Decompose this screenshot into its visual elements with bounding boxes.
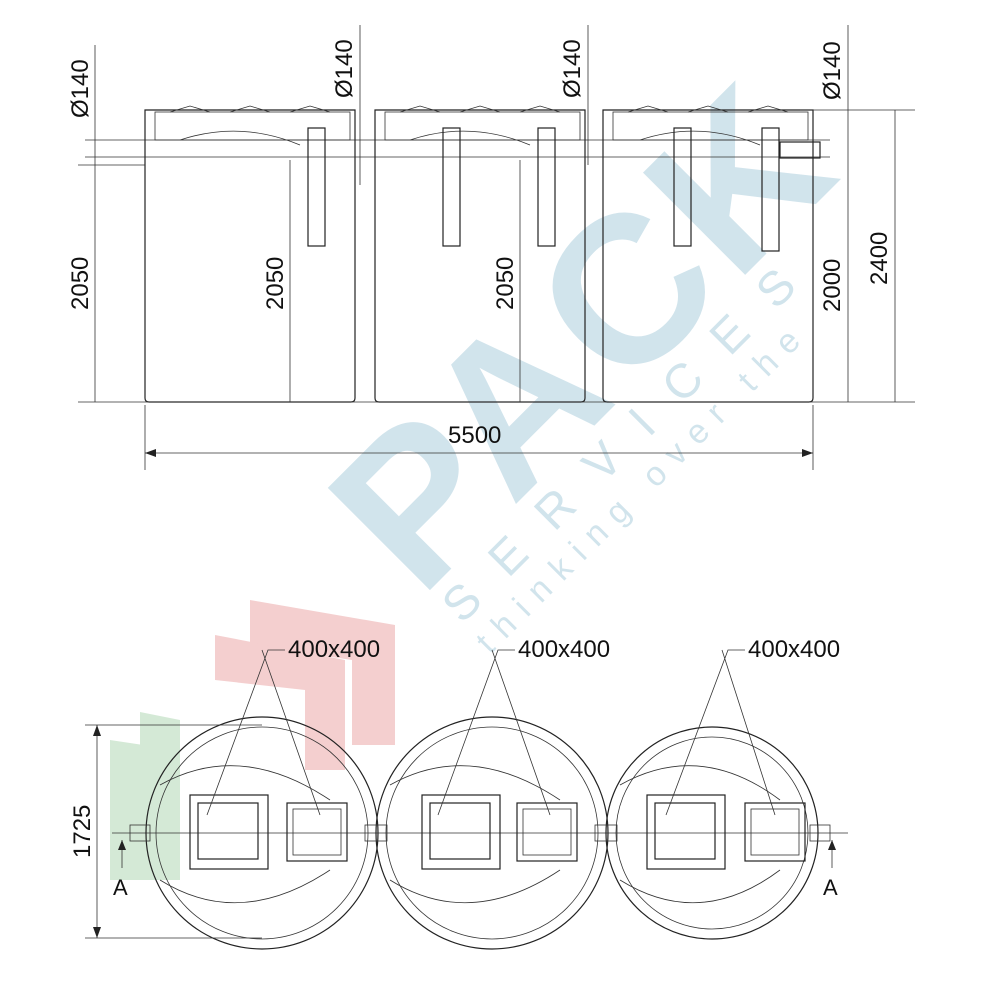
cover-label-1: 400x400: [288, 636, 380, 663]
cover-label-2: 400x400: [518, 636, 610, 663]
plan-tank-1: [145, 716, 379, 950]
overall-height-dim: 2400: [866, 232, 893, 285]
section-mark-right: A: [823, 875, 838, 900]
tank-1: [144, 105, 356, 403]
section-mark-left: A: [113, 875, 128, 900]
plan-tank-2: [375, 716, 609, 950]
plan-tank-3: [605, 726, 819, 940]
tank-height-dim-3: 2000: [819, 259, 846, 312]
tank-height-dim-1: 2050: [262, 257, 289, 310]
tank-height-dim-2: 2050: [492, 257, 519, 310]
height-dim-left: 2050: [67, 257, 94, 310]
pipe-diameter-label-4: Ø140: [819, 41, 846, 100]
pipe-diameter-label-2: Ø140: [331, 39, 358, 98]
watermark: PACK S E R V I C E S thinking over the: [110, 39, 879, 880]
elevation-view: Ø140 Ø140 Ø140 Ø140 2050 2050 2050 2000 …: [67, 25, 915, 470]
cover-label-3: 400x400: [748, 636, 840, 663]
overall-length-dim: 5500: [448, 422, 501, 449]
pipe-diameter-label-1: Ø140: [67, 59, 94, 118]
plan-width-dim: 1725: [69, 805, 96, 858]
plan-view: 400x400 400x400 400x400 1725 A A: [69, 636, 848, 950]
pipe-diameter-label-3: Ø140: [559, 39, 586, 98]
